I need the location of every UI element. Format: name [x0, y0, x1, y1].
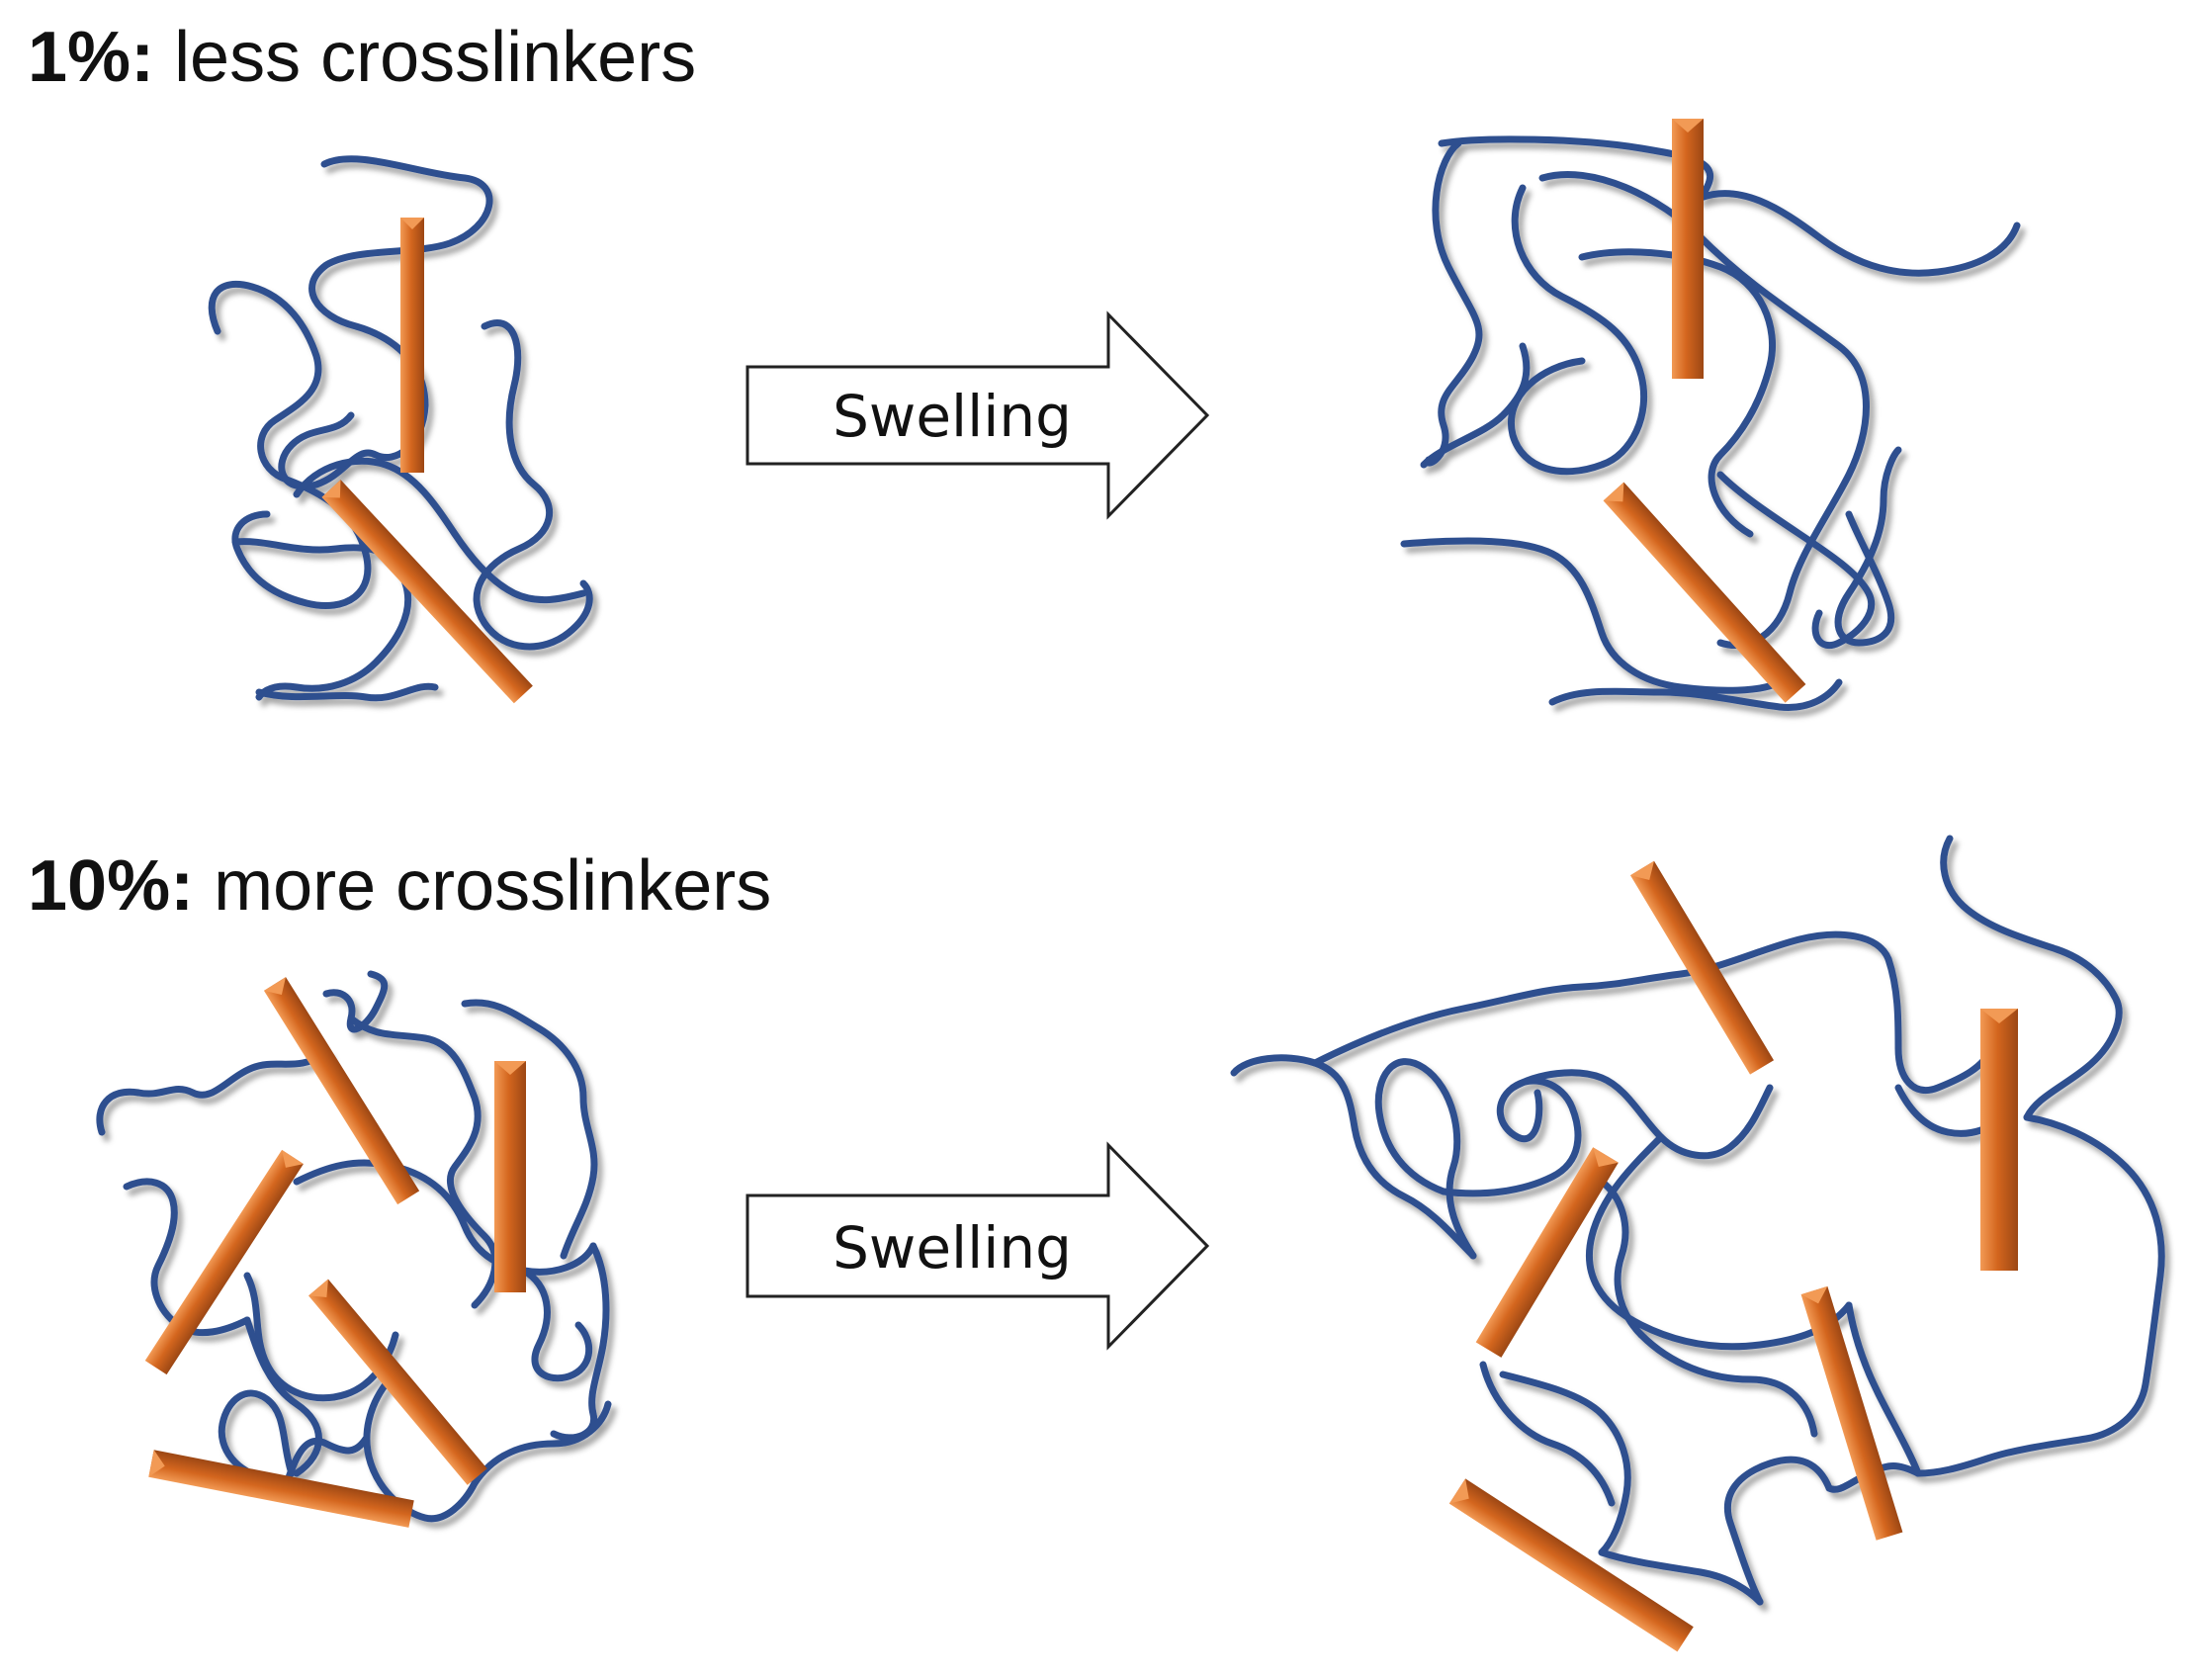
row-2-percent: 10%:: [28, 846, 195, 926]
row-1-percent: 1%:: [28, 18, 155, 97]
polymer-chain: [1311, 930, 1892, 1067]
polymer-chain: [1400, 537, 1784, 694]
polymer-chain: [1578, 248, 1777, 538]
polymer-chain: [473, 319, 593, 651]
polymer-chain: [1425, 139, 1483, 467]
polymer-chain: [1479, 1361, 1616, 1507]
polymer-chain: [347, 1015, 499, 1309]
crosslinker-rod: [263, 977, 420, 1205]
polymer-chain: [1940, 835, 2123, 1121]
crosslinker-rod: [494, 1061, 526, 1292]
crosslinker-rod: [321, 480, 533, 704]
polymer-chain: [550, 1242, 610, 1442]
row-1-network-before: [208, 155, 593, 702]
crosslinker-rod: [1448, 1478, 1694, 1652]
polymer-chain: [1585, 1133, 1853, 1351]
polymer-chain: [461, 999, 598, 1260]
polymer-chain: [96, 1049, 330, 1136]
row-2-crosslinkers-after: [1448, 860, 2018, 1652]
polymer-chain: [293, 1159, 597, 1276]
row-2-arrow-label: Swelling: [832, 1214, 1072, 1282]
crosslinker-rod: [148, 1450, 414, 1528]
crosslinker-rod: [1603, 482, 1806, 703]
row-2-crosslinkers-before: [144, 977, 526, 1528]
polymer-chain: [1440, 1077, 1582, 1197]
polymer-chain: [208, 280, 372, 610]
polymer-chain: [1723, 1456, 1833, 1606]
polymer-chain: [1230, 1054, 1477, 1260]
polymer-chain: [1420, 342, 1531, 469]
polymer-chain: [1914, 1113, 2165, 1477]
polymer-chain: [218, 1389, 296, 1482]
polymer-chain: [1374, 1058, 1477, 1260]
row-1-description: less crosslinkers: [174, 18, 697, 97]
polymer-chain: [1548, 678, 1843, 711]
crosslinker-rod: [144, 1149, 304, 1375]
arrow-shape: [745, 310, 1210, 520]
row-1-swelling-arrow: Swelling: [745, 310, 1210, 520]
polymer-chain: [1598, 1548, 1764, 1606]
crosslinker-rod: [1672, 119, 1704, 379]
crosslinker-rod: [400, 218, 424, 473]
row-2-swelling-arrow: Swelling: [745, 1141, 1210, 1351]
polymer-chain: [471, 1400, 612, 1487]
polymer-chain: [322, 970, 389, 1033]
crosslinker-rod: [1800, 1285, 1903, 1541]
polymer-chain: [1637, 1331, 1818, 1438]
crosslinker-rod: [1980, 1009, 2018, 1271]
row-2-heading: 10%: more crosslinkers: [28, 850, 771, 922]
polymer-chain: [1499, 1371, 1631, 1556]
row-1-crosslinkers-before: [321, 218, 533, 704]
polymer-chain: [293, 457, 587, 604]
polymer-chain: [278, 155, 493, 490]
polymer-chain: [231, 538, 412, 701]
row-1-crosslinkers-after: [1603, 119, 1806, 703]
row-2-network-after: [1230, 835, 2165, 1606]
row-1-network-after: [1400, 135, 2021, 711]
polymer-chain: [1716, 471, 1876, 650]
polymer-chain: [1884, 955, 1996, 1095]
crosslinker-rod: [308, 1279, 487, 1485]
polymer-chain: [283, 1435, 370, 1487]
row-1-arrow-label: Swelling: [832, 383, 1072, 450]
polymer-chain: [1845, 1301, 1922, 1477]
row-1-heading: 1%: less crosslinkers: [28, 22, 696, 93]
polymer-chain: [1697, 190, 2021, 277]
polymer-chain: [1438, 135, 1714, 202]
polymer-chain: [1508, 184, 1648, 476]
polymer-chain: [520, 1267, 593, 1382]
crosslinker-rod: [1475, 1147, 1619, 1358]
polymer-chain: [123, 1178, 251, 1337]
arrow-shape: [745, 1141, 1210, 1351]
polymer-chain: [1834, 446, 1902, 647]
row-2-description: more crosslinkers: [214, 846, 772, 926]
crosslinker-rod: [1629, 860, 1775, 1075]
row-2-network-before: [96, 970, 612, 1523]
polymer-chain: [243, 1316, 322, 1477]
polymer-chain: [255, 682, 439, 702]
